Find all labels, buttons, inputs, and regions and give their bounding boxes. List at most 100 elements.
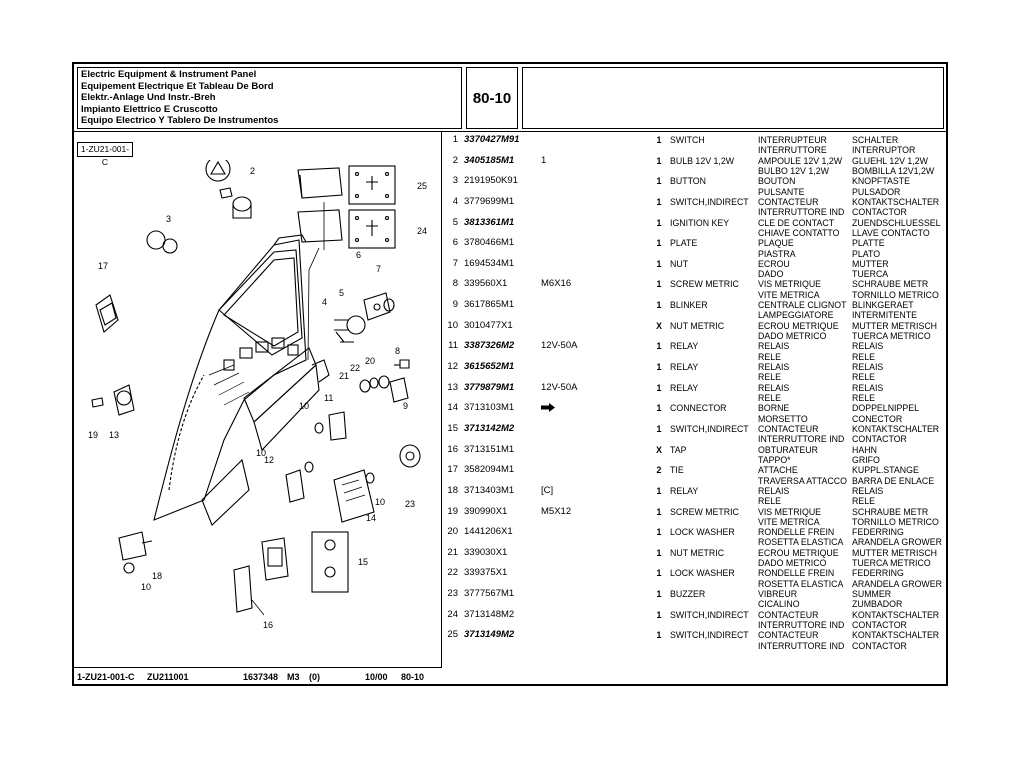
part-desc-es: RELE xyxy=(852,372,875,383)
part-desc-fr: CONTACTEUR xyxy=(758,609,819,620)
part-desc-de: MUTTER xyxy=(852,258,889,269)
callout-19: 19 xyxy=(88,430,98,440)
part-number: 3777567M1 xyxy=(464,588,515,600)
part-description: NUT METRIC xyxy=(670,547,725,558)
part-number: 3615652M1 xyxy=(464,361,515,373)
callout-10c: 10 xyxy=(375,497,385,507)
part-desc-fr: CENTRALE CLIGNOT xyxy=(758,300,847,311)
part-spec: 12V-50A xyxy=(541,340,578,352)
part-desc-fr: OBTURATEUR xyxy=(758,444,818,455)
part-desc-it: VITE METRICA xyxy=(758,516,820,527)
footer-m: M3 xyxy=(287,672,300,682)
part-description: TAP xyxy=(670,444,687,455)
part-quantity: 1 xyxy=(656,258,662,269)
part-desc-fr: ECROU METRIQUE xyxy=(758,320,839,331)
part-quantity: 1 xyxy=(656,279,662,290)
title-it: Impianto Elettrico E Cruscotto xyxy=(81,103,218,115)
part-number: 3405185M1 xyxy=(464,154,515,166)
part-index: 4 xyxy=(452,195,458,207)
part-desc-de: PLATTE xyxy=(852,238,885,249)
part-number: 3713149M2 xyxy=(464,629,515,641)
footer-date: 10/00 xyxy=(365,672,388,682)
part-quantity: 1 xyxy=(656,589,662,600)
part-desc-es: INTERMITENTE xyxy=(852,310,917,321)
part-description: SWITCH,INDIRECT xyxy=(670,609,749,620)
part-desc-it: CICALINO xyxy=(758,599,800,610)
part-desc-es: RELE xyxy=(852,392,875,403)
part-quantity: 2 xyxy=(656,465,662,476)
part-desc-de: FEDERRING xyxy=(852,527,904,538)
part-description: NUT METRIC xyxy=(670,320,725,331)
part-index: 7 xyxy=(452,257,458,269)
part-spec: [C] xyxy=(541,484,554,496)
part-index: 12 xyxy=(447,361,458,373)
page-frame xyxy=(72,62,948,686)
part-desc-de: KONTAKTSCHALTER xyxy=(852,609,940,620)
part-quantity: 1 xyxy=(656,547,662,558)
callout-23: 23 xyxy=(405,499,415,509)
callout-12: 12 xyxy=(264,455,274,465)
part-desc-es: CONTACTOR xyxy=(852,207,907,218)
part-description: SWITCH xyxy=(670,135,705,145)
part-desc-it: LAMPEGGIATORE xyxy=(758,310,834,321)
part-number: 339560X1 xyxy=(464,278,508,290)
title-en: Electric Equipment & Instrument Panel xyxy=(81,69,257,80)
callout-6: 6 xyxy=(356,250,361,260)
footer-divider xyxy=(72,667,442,668)
part-index: 16 xyxy=(447,443,458,455)
part-quantity: 1 xyxy=(656,527,662,538)
callout-10d: 10 xyxy=(141,582,151,592)
part-desc-de: ZUENDSCHLUESSEL xyxy=(852,217,941,228)
part-desc-fr: CONTACTEUR xyxy=(758,630,819,641)
part-desc-es: INTERRUPTOR xyxy=(852,145,916,156)
part-desc-es: CONTACTOR xyxy=(852,620,907,631)
part-index: 6 xyxy=(452,237,458,249)
part-quantity: 1 xyxy=(656,341,662,352)
part-number: 1441206X1 xyxy=(464,526,513,538)
part-desc-fr: RONDELLE FREIN xyxy=(758,527,835,538)
part-desc-de: SCHRAUBE METR xyxy=(852,506,929,517)
part-description: PLATE xyxy=(670,238,698,249)
part-desc-de: KONTAKTSCHALTER xyxy=(852,630,940,641)
part-desc-it: DADO xyxy=(758,269,784,280)
part-desc-it: INTERRUTTORE IND xyxy=(758,620,845,631)
part-desc-it: RELE xyxy=(758,496,781,507)
part-description: CONNECTOR xyxy=(670,403,727,414)
part-number: 339375X1 xyxy=(464,567,508,579)
part-index: 14 xyxy=(447,402,458,414)
part-desc-de: RELAIS xyxy=(852,382,884,393)
part-desc-fr: CLE DE CONTACT xyxy=(758,217,835,228)
callout-7: 7 xyxy=(376,264,381,274)
part-index: 9 xyxy=(452,299,458,311)
part-description: SCREW METRIC xyxy=(670,279,739,290)
part-desc-it: CHIAVE CONTATTO xyxy=(758,227,840,238)
part-number: 3713151M1 xyxy=(464,443,515,455)
part-desc-it: PULSANTE xyxy=(758,186,805,197)
part-desc-fr: PLAQUE xyxy=(758,238,794,249)
part-index: 11 xyxy=(448,340,458,352)
part-description: RELAY xyxy=(670,382,699,393)
part-number: 3713103M1 xyxy=(464,402,515,414)
part-index: 18 xyxy=(447,484,458,496)
part-desc-es: BARRA DE ENLACE xyxy=(852,475,935,486)
part-quantity: 1 xyxy=(656,630,662,641)
part-index: 15 xyxy=(447,422,458,434)
part-index: 21 xyxy=(447,546,458,558)
part-desc-it: INTERRUTTORE IND xyxy=(758,434,845,445)
part-index: 10 xyxy=(447,319,458,331)
part-quantity: 1 xyxy=(656,506,662,517)
part-spec: M6X16 xyxy=(541,278,572,290)
part-index: 20 xyxy=(447,526,458,538)
part-number: 2191950K91 xyxy=(464,175,518,187)
